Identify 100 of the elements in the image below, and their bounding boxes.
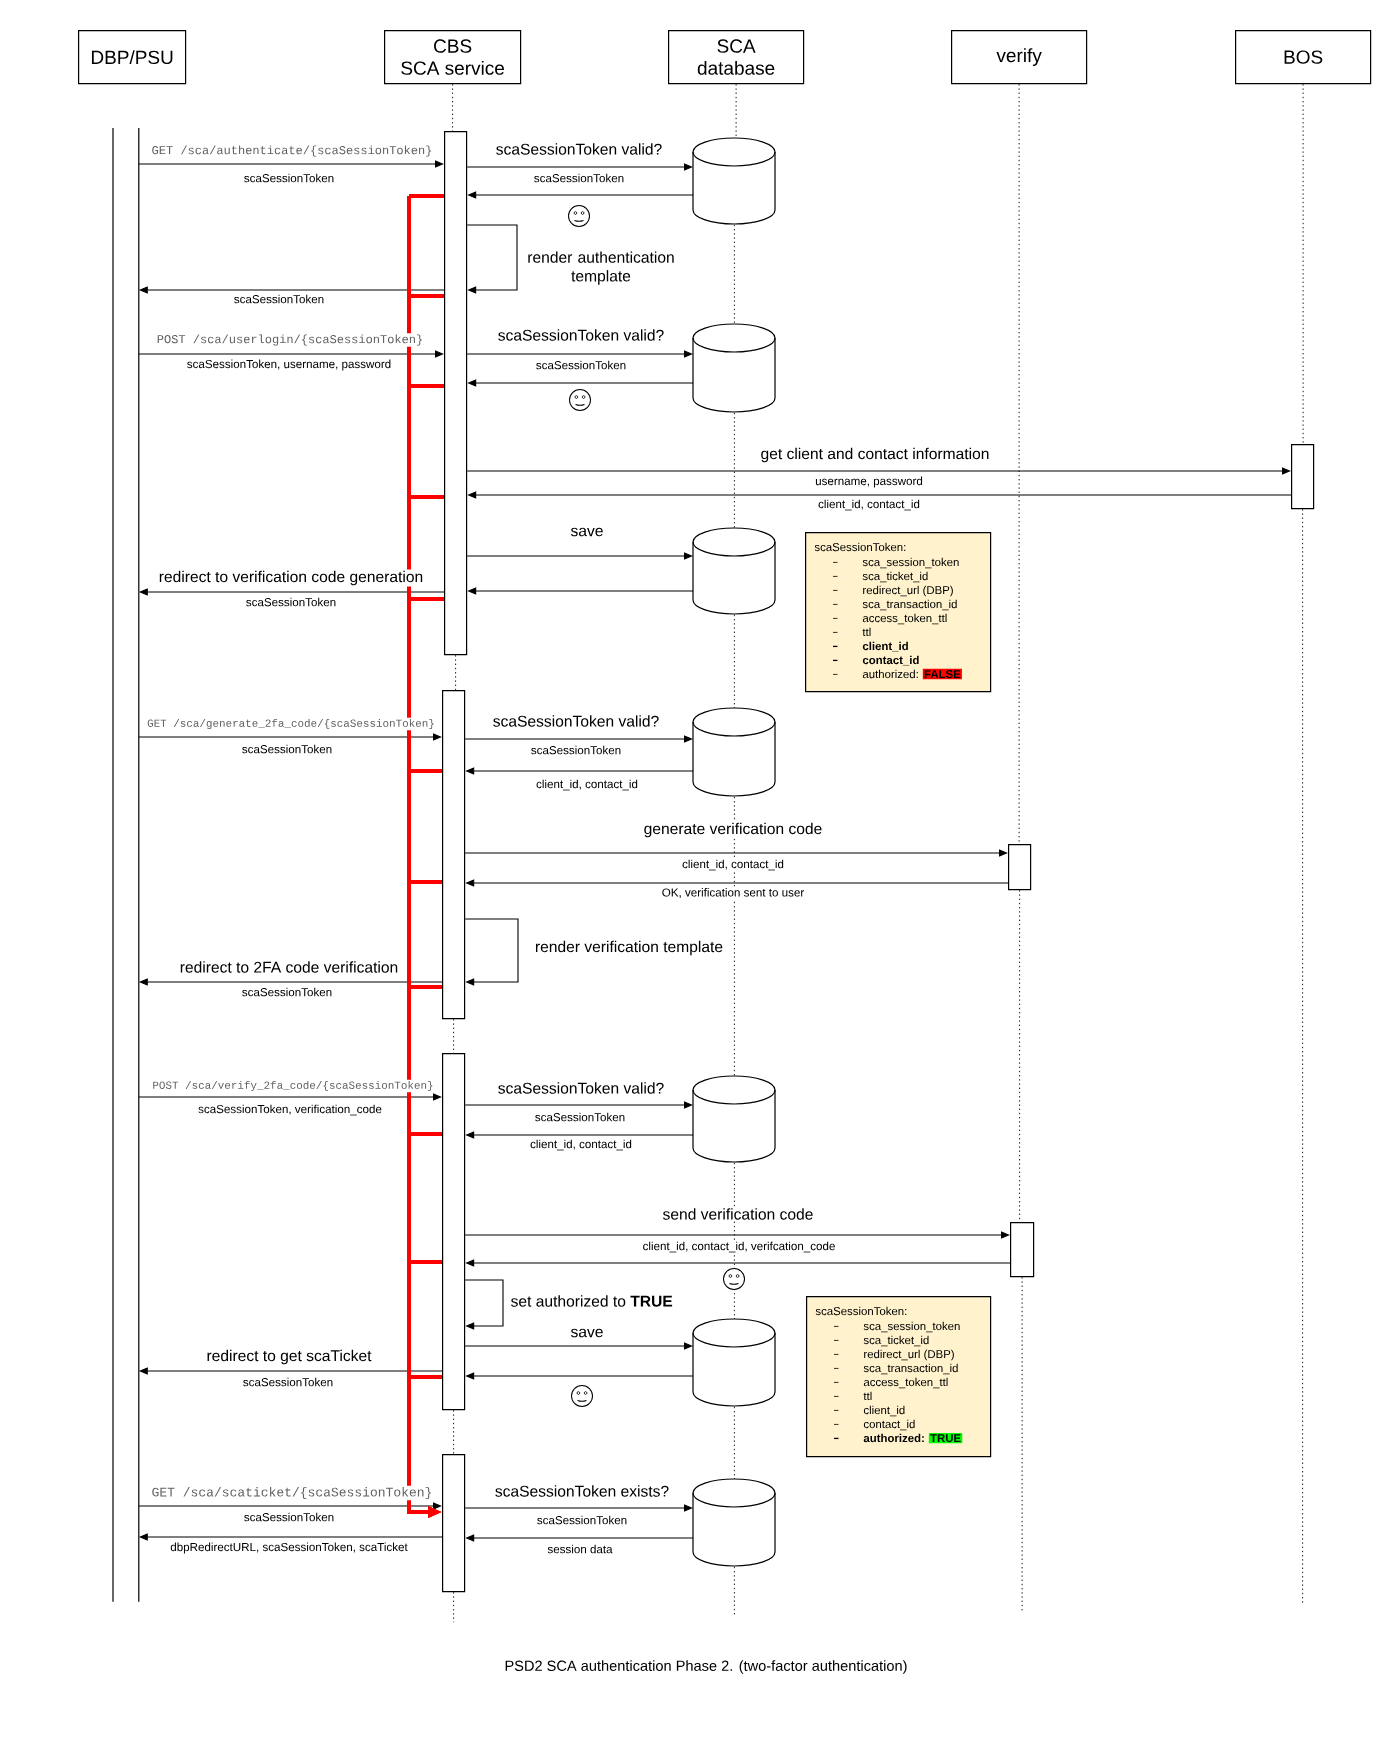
edge-label: POST /sca/userlogin/{scaSessionToken} [155, 333, 425, 347]
arrow [138, 733, 442, 741]
database-cylinder [692, 707, 776, 797]
loop-arrow [464, 918, 519, 986]
edge-label: render verification template [533, 939, 725, 957]
parameter-text: scaSessionToken [244, 596, 338, 608]
parameter-text: client_id, contact_id, verifcation_code [641, 1240, 837, 1254]
edge-label: scaSessionToken valid? [494, 142, 664, 156]
lifeline [452, 83, 454, 132]
list-item: access_token_ttl [862, 613, 947, 625]
lifeline [733, 224, 735, 325]
list-item: contact_id [863, 1419, 915, 1431]
activation-bar [442, 1053, 466, 1411]
edge-label: scaSessionToken valid? [491, 714, 661, 728]
arrow [464, 1101, 693, 1109]
lifeline [1302, 83, 1304, 445]
list-item: client_id [862, 641, 908, 652]
lifeline [733, 614, 735, 709]
edge-label: session data [546, 1543, 614, 1555]
arrow [464, 1504, 693, 1512]
parameter-text: scaSessionToken [532, 172, 626, 184]
edge-label: scaSessionToken valid? [496, 328, 666, 342]
arrow [466, 350, 693, 358]
note-heading: scaSessionToken: [815, 1306, 907, 1316]
participant-box: SCA database [668, 30, 805, 85]
list-item: redirect_url (DBP) [864, 1349, 954, 1361]
edge-label: set authorized to TRUE [509, 1294, 674, 1308]
participant-box: BOS [1235, 30, 1372, 85]
database-cylinder [692, 1478, 776, 1567]
edge-label: GET /sca/authenticate/{scaSessionToken} [150, 144, 434, 158]
participant-box: CBS SCA service [384, 30, 522, 85]
parameter-text: scaSessionToken [533, 1111, 627, 1123]
arrow [138, 1093, 442, 1101]
list-item: authorized: [863, 1433, 924, 1443]
list-item: sca_session_token [863, 1321, 960, 1333]
edge-label: client_id, contact_id [534, 778, 640, 792]
parameter-text: scaSessionToken [535, 1514, 629, 1526]
edge-label: save [569, 526, 605, 538]
database-cylinder [692, 1318, 776, 1407]
activation-bar [442, 1454, 466, 1593]
edge-label: client_id, contact_id [816, 498, 922, 512]
lifeline [733, 1566, 735, 1617]
activation-bar [1291, 444, 1315, 510]
list-item: client_id [863, 1405, 905, 1417]
parameter-text: scaSessionToken [242, 1511, 336, 1523]
database-cylinder [692, 1075, 776, 1163]
activation-bar [444, 131, 468, 656]
activation-bar [442, 690, 466, 1020]
participant-box: verify [951, 30, 1088, 85]
list-item: sca_ticket_id [862, 571, 928, 583]
parameter-text: scaSessionToken, username, password [185, 358, 393, 372]
list-item: ttl [863, 1391, 872, 1401]
edge-label: redirect to 2FA code verification [178, 960, 400, 974]
list-item: redirect_url (DBP) [863, 585, 953, 597]
database-cylinder [692, 323, 776, 413]
arrow [466, 163, 693, 171]
list-item: access_token_ttl [863, 1377, 948, 1389]
list-item: contact_id [862, 655, 919, 666]
lifeline [733, 1406, 735, 1480]
parameter-text: scaSessionToken [242, 172, 336, 184]
participant-box: DBP/PSU [78, 30, 187, 85]
arrow [466, 552, 693, 560]
database-cylinder [692, 137, 776, 225]
arrow [138, 160, 444, 168]
edge-label: generate verification code [642, 821, 824, 839]
parameter-text: scaSessionToken [529, 744, 623, 756]
edge-label: POST /sca/verify_2fa_code/{scaSessionToken} [151, 1079, 435, 1093]
parameter-text: scaSessionToken [534, 359, 628, 371]
parameter-text: client_id, contact_id [680, 858, 786, 872]
list-item: sca_transaction_id [863, 1363, 958, 1375]
activation-bar [1010, 1222, 1035, 1278]
list-item: ttl [862, 627, 871, 637]
edge-label: render authentication template [519, 250, 683, 286]
status-badge: TRUE [928, 1432, 963, 1444]
list-item: sca_session_token [862, 557, 959, 569]
arrow [138, 1502, 442, 1510]
lifeline [453, 1409, 455, 1455]
list-item: sca_transaction_id [862, 599, 957, 611]
list-item: authorized: [862, 669, 918, 679]
lifeline [1302, 508, 1304, 1606]
database-cylinder [692, 527, 776, 615]
edge-label: scaSessionToken exists? [493, 1484, 671, 1498]
lifeline [1021, 1276, 1023, 1614]
parameter-text: username, password [813, 475, 925, 489]
activation-bar [1008, 844, 1032, 891]
edge-label: save [569, 1327, 605, 1339]
lifeline-bar [112, 127, 140, 1603]
arrow [466, 467, 1291, 475]
edge-label: client_id, contact_id [528, 1138, 634, 1152]
parameter-text: scaSessionToken, verification_code [196, 1103, 384, 1117]
edge-label: scaSessionToken [232, 293, 326, 305]
arrow [464, 735, 693, 743]
arrow [464, 1231, 1010, 1239]
arrow [138, 350, 444, 358]
edge-label: redirect to verification code generation [157, 569, 425, 587]
status-badge: FALSE [922, 668, 962, 680]
arrow [464, 1342, 693, 1350]
edge-label: GET /sca/generate_2fa_code/{scaSessionToken} [145, 717, 437, 731]
note-heading: scaSessionToken: [814, 542, 906, 552]
loop-arrow [466, 224, 518, 294]
